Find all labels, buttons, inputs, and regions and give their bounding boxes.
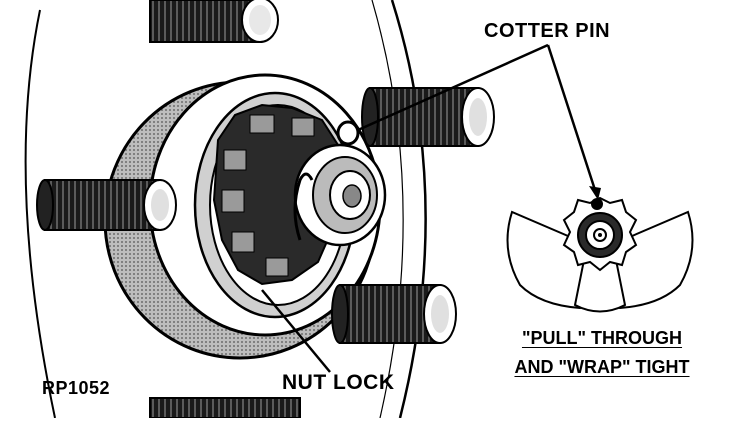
spindle-end	[293, 143, 387, 247]
cotter-pin-installed	[293, 120, 360, 241]
nut-lock-leader	[261, 289, 331, 373]
wheel-rim-inner-arc	[371, 0, 404, 419]
nut-lock-label: NUT LOCK	[282, 371, 395, 394]
top-wheel-stud	[149, 0, 279, 43]
cotter-pin-arrowhead	[589, 186, 601, 200]
cotter-pin-detail-inset	[506, 196, 694, 313]
leader-lines	[261, 43, 601, 373]
figure-id-label: RP1052	[42, 378, 111, 398]
wheel-rim-right-arc	[390, 0, 427, 419]
bottom-wheel-stud	[149, 397, 301, 419]
cotter-pin-label: COTTER PIN	[484, 20, 611, 42]
left-wheel-stud	[36, 179, 177, 231]
right-upper-wheel-stud	[361, 87, 495, 147]
wheel-rim-left-arc	[24, 9, 56, 419]
cotter-pin-leader-to-hub	[357, 43, 549, 132]
nut-lock-crown	[212, 103, 342, 286]
cotter-pin-leader-to-inset	[546, 44, 597, 191]
caption-line-1: "PULL" THROUGH	[521, 328, 683, 348]
caption-line-2: AND "WRAP" TIGHT	[514, 357, 690, 377]
right-lower-wheel-stud	[331, 284, 457, 344]
